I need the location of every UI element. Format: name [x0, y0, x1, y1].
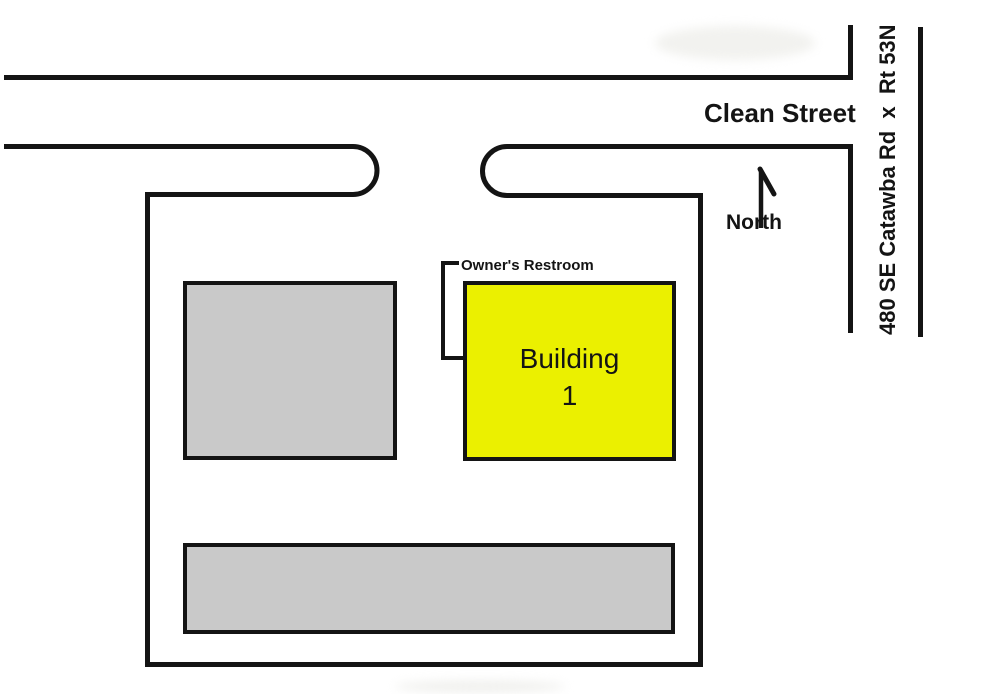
right-curb-return-line	[507, 193, 703, 198]
clean-street-label: Clean Street	[704, 98, 856, 128]
left-curb-return-line	[145, 192, 353, 197]
faded-smudge-bottom	[395, 681, 565, 692]
north-arrow-flag	[757, 166, 777, 197]
building-1: Building 1	[463, 281, 676, 461]
catawba-road-west-edge-lower-line	[848, 144, 853, 333]
building-1-label-line2: 1	[561, 380, 578, 411]
catawba-road-west-edge-upper-line	[848, 25, 853, 80]
outbuilding-long	[183, 543, 675, 634]
right-driveway-curb-curve	[480, 144, 508, 198]
clean-street-lower-edge-left-line	[4, 144, 353, 149]
property-boundary-west-line	[145, 192, 150, 667]
clean-street-lower-edge-right-line	[507, 144, 853, 149]
restroom-bracket-vertical	[441, 261, 445, 360]
property-boundary-south-line	[145, 662, 703, 667]
catawba-road-east-edge-line	[918, 27, 923, 337]
north-label: North	[726, 211, 782, 234]
faded-smudge-top	[655, 26, 815, 60]
owners-restroom-label: Owner's Restroom	[461, 257, 594, 274]
clean-street-upper-edge-line	[4, 75, 853, 80]
restroom-bracket-bottom-tick	[441, 356, 464, 360]
property-boundary-east-line	[698, 193, 703, 667]
restroom-bracket-top-tick	[441, 261, 459, 265]
catawba-road-label: 480 SE Catawba Rd x Rt 53N	[875, 24, 900, 335]
outbuilding-left	[183, 281, 397, 460]
left-driveway-curb-curve	[352, 144, 380, 197]
building-1-label-line1: Building	[519, 343, 620, 374]
